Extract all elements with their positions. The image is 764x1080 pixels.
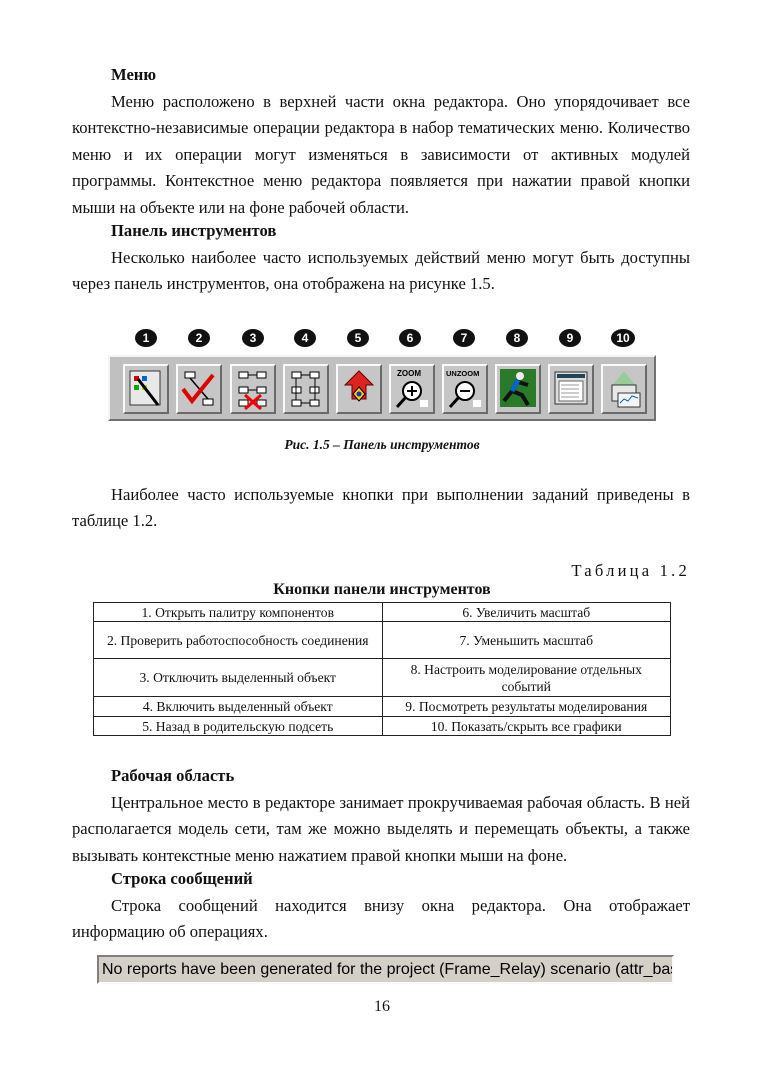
zoom-out-icon: UNZOOM	[446, 369, 481, 409]
status-line-paragraph: Строка сообщений находится внизу окна ре…	[72, 896, 690, 942]
zoom-in-icon: ZOOM	[395, 369, 428, 409]
workspace-paragraph: Центральное место в редакторе занимает п…	[72, 793, 690, 865]
menu-paragraph: Меню расположено в верхней части окна ре…	[72, 92, 690, 217]
check-link-icon	[181, 371, 215, 406]
button-number-7: 7	[453, 329, 475, 347]
button-number-9: 9	[559, 329, 581, 347]
table-cell: 2. Проверить работоспособность соединени…	[93, 621, 383, 659]
table-cell: 8. Настроить моделирование отдельных соб…	[381, 658, 671, 697]
button-number-3: 3	[242, 329, 264, 347]
parent-subnet-icon	[343, 370, 375, 402]
table-title: Кнопки панели инструментов	[273, 581, 491, 598]
status-bar: No reports have been generated for the p…	[97, 955, 674, 984]
status-line-heading: Строка сообщений	[111, 869, 253, 888]
zoom-label: ZOOM	[397, 369, 421, 378]
unzoom-label: UNZOOM	[446, 369, 479, 378]
figure-caption: Рис. 1.5 – Панель инструментов	[284, 437, 480, 452]
toolbar-heading: Панель инструментов	[111, 221, 277, 240]
table-cell: 7. Уменьшить масштаб	[381, 621, 671, 659]
parent-subnet-button[interactable]	[336, 364, 382, 414]
button-number-6: 6	[399, 329, 421, 347]
button-number-4: 4	[294, 329, 316, 347]
palette-icon	[129, 370, 161, 406]
button-number-10: 10	[611, 329, 635, 347]
show-hide-graphs-button[interactable]	[601, 364, 647, 414]
table-row: 2. Проверить работоспособность соединени…	[93, 621, 671, 659]
zoom-out-button[interactable]: UNZOOM	[442, 364, 488, 414]
view-results-icon	[554, 371, 588, 405]
button-number-row: 1 2 3 4 5 6 7 8 9 10	[108, 329, 656, 351]
table-cell: 1. Открыть палитру компонентов	[93, 602, 383, 622]
open-palette-button[interactable]	[123, 364, 169, 414]
table-row: 3. Отключить выделенный объект 8. Настро…	[93, 658, 671, 697]
table-cell: 10. Показать/скрыть все графики	[381, 716, 671, 736]
table-cell: 6. Увеличить масштаб	[381, 602, 671, 622]
configure-simulation-button[interactable]	[495, 364, 541, 414]
table-row: 5. Назад в родительскую подсеть 10. Пока…	[93, 716, 671, 736]
workspace-heading: Рабочая область	[111, 766, 235, 785]
table-intro-paragraph: Наиболее часто используемые кнопки при в…	[72, 485, 690, 531]
disable-object-icon	[238, 371, 267, 411]
table-row: 1. Открыть палитру компонентов 6. Увелич…	[93, 602, 671, 622]
button-number-5: 5	[347, 329, 369, 347]
enable-object-icon	[291, 371, 320, 407]
zoom-in-button[interactable]: ZOOM	[389, 364, 435, 414]
table-cell: 3. Отключить выделенный объект	[93, 658, 383, 697]
toolbar-figure: ZOOM UNZOOM	[108, 355, 656, 421]
check-link-button[interactable]	[176, 364, 222, 414]
enable-object-button[interactable]	[283, 364, 329, 414]
button-number-1: 1	[135, 329, 157, 347]
button-number-8: 8	[506, 329, 528, 347]
show-graphs-icon	[610, 371, 641, 408]
toolbar-paragraph: Несколько наиболее часто используемых де…	[72, 248, 690, 294]
toolbar-buttons-table: 1. Открыть палитру компонентов 6. Увелич…	[93, 602, 671, 736]
simulation-runner-icon	[500, 369, 536, 407]
table-cell: 9. Посмотреть результаты моделирования	[381, 696, 671, 717]
table-cell: 4. Включить выделенный объект	[93, 696, 383, 717]
table-number: Таблица 1.2	[571, 561, 690, 580]
view-results-button[interactable]	[548, 364, 594, 414]
table-cell: 5. Назад в родительскую подсеть	[93, 716, 383, 736]
table-row: 4. Включить выделенный объект 9. Посмотр…	[93, 696, 671, 717]
disable-object-button[interactable]	[230, 364, 276, 414]
menu-heading: Меню	[111, 65, 157, 84]
page-number: 16	[374, 998, 390, 1015]
button-number-2: 2	[188, 329, 210, 347]
